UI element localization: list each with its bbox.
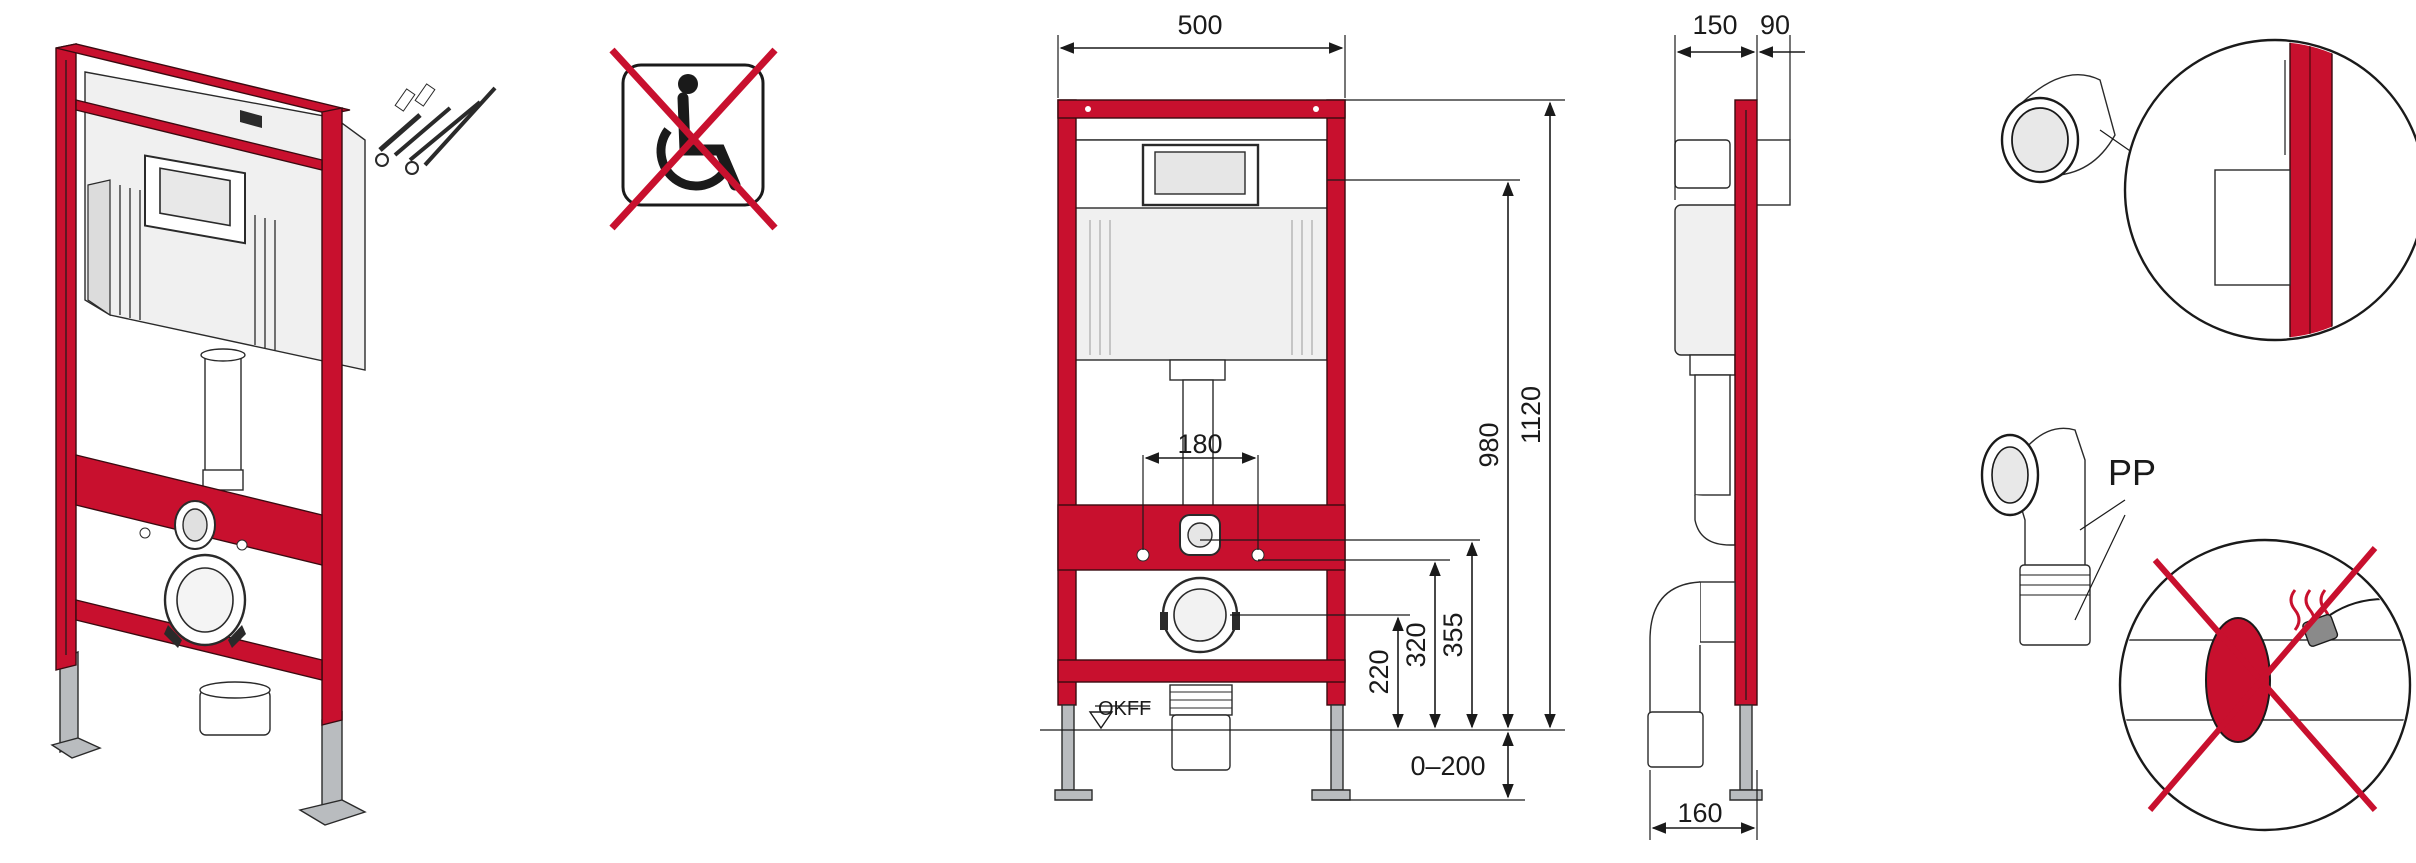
detail-pipe-seal <box>2000 38 2416 342</box>
dim-height-320: 320 <box>1401 622 1431 667</box>
dim-depth-160: 160 <box>1677 798 1722 828</box>
dim-spacing-180: 180 <box>1177 429 1222 459</box>
dim-height-980: 980 <box>1474 422 1504 467</box>
dim-depth-150: 150 <box>1692 10 1737 40</box>
wheelchair-crossed-icon <box>609 47 778 231</box>
frame-side-view <box>1647 99 1791 801</box>
heat-crossed-icon <box>2147 546 2378 812</box>
dim-height-220: 220 <box>1364 649 1394 694</box>
perspective-bowl-connector <box>163 553 247 648</box>
dim-range-0-200: 0–200 <box>1410 751 1485 781</box>
frame-front-view <box>1054 99 1351 801</box>
mounting-bolts-icon <box>375 83 497 175</box>
front-view-dimensions: 500 1120 980 180 220 320 355 0–200 OKFF <box>1040 10 1565 801</box>
perspective-cistern <box>84 71 366 736</box>
dim-depth-90: 90 <box>1760 10 1790 40</box>
dim-height-355: 355 <box>1438 612 1468 657</box>
pp-material-label: PP <box>2108 452 2156 493</box>
okff-label: OKFF <box>1098 698 1151 720</box>
side-view-dimensions: 150 90 160 <box>1649 10 1805 840</box>
dim-height-1120: 1120 <box>1516 386 1546 444</box>
perspective-feet <box>50 650 367 826</box>
dim-width-500: 500 <box>1177 10 1222 40</box>
detail-pp-elbow: PP <box>1980 427 2412 832</box>
frame-perspective-view <box>50 43 497 826</box>
